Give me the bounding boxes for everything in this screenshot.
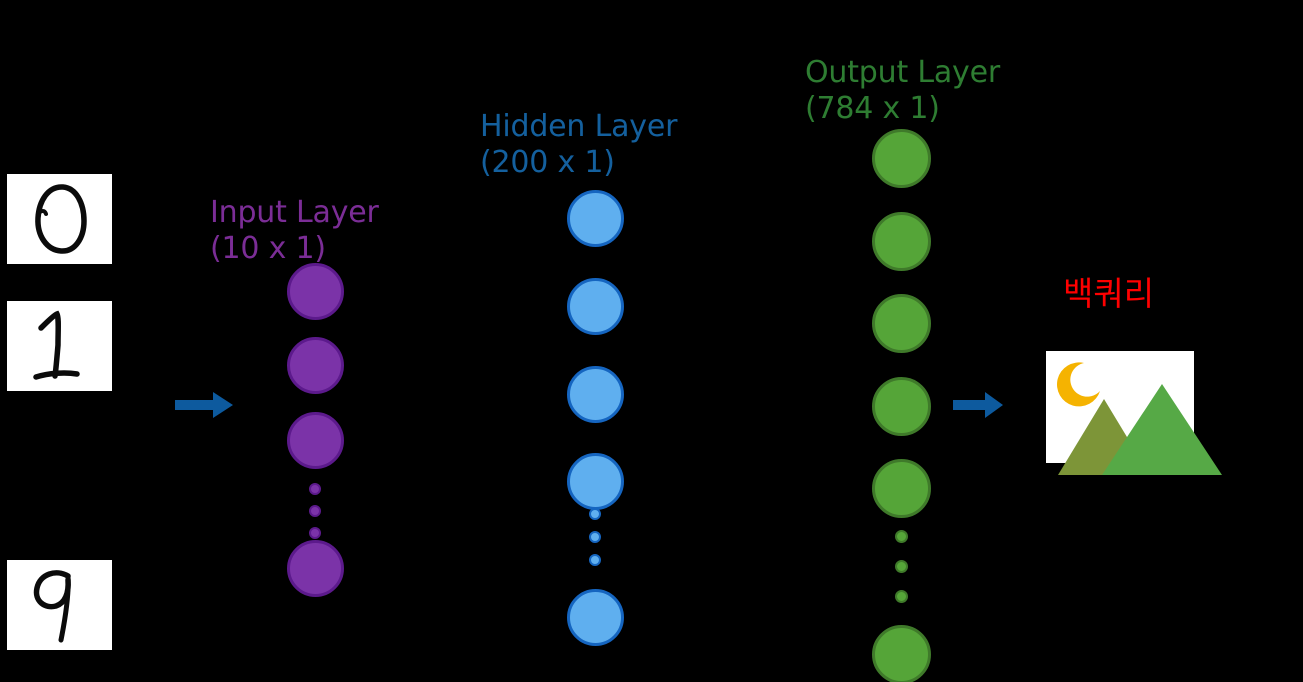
input-to-network-arrow — [175, 390, 235, 424]
neuron-node — [872, 377, 931, 436]
layer-title-output: Output Layer (784 x 1) — [805, 20, 1000, 162]
layer-title-input-line2: (10 x 1) — [210, 230, 326, 266]
output-image-preview — [1046, 351, 1231, 480]
network-to-output-arrow — [953, 390, 1005, 424]
ellipsis-dot — [309, 483, 321, 495]
ellipsis-dot — [895, 530, 908, 543]
neuron-node — [872, 625, 931, 682]
neuron-node — [567, 190, 624, 247]
neuron-node — [287, 263, 344, 320]
layer-title-hidden: Hidden Layer (200 x 1) — [480, 74, 677, 216]
digit-sample-box-1 — [7, 301, 112, 391]
neuron-node — [567, 366, 624, 423]
neuron-node — [872, 129, 931, 188]
image-placeholder-icon — [1046, 351, 1222, 475]
layer-title-output-line2: (784 x 1) — [805, 90, 940, 126]
ellipsis-dot — [309, 527, 321, 539]
neuron-node — [872, 212, 931, 271]
layer-title-output-line1: Output Layer — [805, 55, 1000, 91]
neuron-node — [287, 540, 344, 597]
neuron-node — [567, 278, 624, 335]
neuron-node — [872, 459, 931, 518]
ellipsis-dot — [589, 554, 601, 566]
ellipsis-dot — [589, 508, 601, 520]
digit-glyph-9 — [7, 560, 112, 650]
ellipsis-dot — [895, 590, 908, 603]
neuron-node — [287, 337, 344, 394]
digit-glyph-0 — [7, 174, 112, 264]
neuron-node — [567, 453, 624, 510]
layer-title-input: Input Layer (10 x 1) — [210, 160, 379, 302]
ellipsis-dot — [309, 505, 321, 517]
ellipsis-dot — [895, 560, 908, 573]
layer-title-input-line1: Input Layer — [210, 195, 379, 231]
neuron-node — [567, 589, 624, 646]
layer-title-hidden-line2: (200 x 1) — [480, 144, 615, 180]
output-caption: 백쿼리 — [1063, 274, 1155, 313]
layer-title-hidden-line1: Hidden Layer — [480, 109, 678, 145]
digit-sample-box-9 — [7, 560, 112, 650]
ellipsis-dot — [589, 531, 601, 543]
neuron-node — [872, 294, 931, 353]
digit-glyph-1 — [7, 301, 112, 391]
digit-sample-box-0 — [7, 174, 112, 264]
neuron-node — [287, 412, 344, 469]
